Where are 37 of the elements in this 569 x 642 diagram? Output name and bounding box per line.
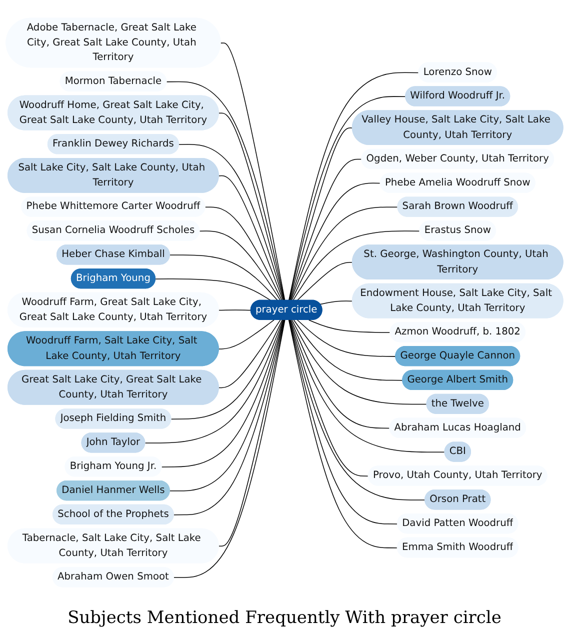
connector [220,42,286,301]
connector [289,320,370,476]
connector [293,320,404,381]
connector [320,300,354,305]
connector [297,320,396,357]
connector [288,320,426,500]
connector [308,320,391,333]
connector [218,320,281,388]
connector [290,182,381,301]
connector [144,320,284,444]
connector [291,206,398,301]
connector [292,230,420,301]
connector [199,230,281,301]
connector [288,72,420,301]
connector [292,320,428,405]
connector [155,278,272,301]
connector [174,320,286,578]
connector [218,175,284,301]
connector [290,320,446,453]
connector [289,128,354,301]
connector [288,96,406,301]
connector [218,310,252,311]
connector [290,158,362,301]
caption: Subjects Mentioned Frequently With prayer circle [66,608,502,628]
connector [170,320,284,492]
connector [290,320,390,429]
connector [218,112,285,301]
connector [218,320,274,350]
connector [161,320,284,468]
connector [178,144,284,301]
connector [166,81,285,301]
connector [218,320,286,547]
connector [296,262,354,301]
connector [204,206,282,301]
connector [174,320,285,516]
connector [170,320,283,420]
connector [170,254,278,301]
